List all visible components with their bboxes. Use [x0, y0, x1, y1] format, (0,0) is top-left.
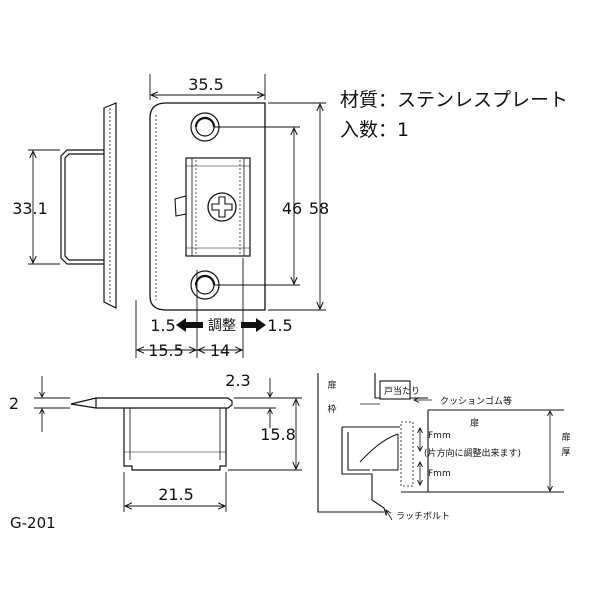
front-view — [60, 102, 266, 311]
label-door: 扉 — [470, 417, 479, 429]
label-f2: Fmm — [428, 469, 451, 479]
install-dimensions — [360, 400, 550, 521]
dim-width: 35.5 — [188, 75, 224, 94]
label-latch-bolt: ラッチボルト — [396, 511, 450, 522]
model-code: G-201 — [10, 514, 56, 532]
dim-depth: 15.8 — [260, 425, 296, 444]
side-view — [70, 397, 233, 471]
label-adjust-note: (片方向に調整出来ます) — [424, 447, 521, 459]
side-dimensions — [34, 376, 302, 512]
label-door-thickness-2: 厚 — [561, 447, 570, 458]
label-frame-1: 扉 — [327, 379, 336, 391]
adjust-right-value: 1.5 — [267, 316, 292, 335]
label-frame-2: 枠 — [327, 403, 336, 415]
dim-offset-left: 15.5 — [148, 341, 184, 360]
adjust-left-arrow-icon — [176, 318, 203, 332]
dim-box-width: 21.5 — [158, 485, 194, 504]
label-f1: Fmm — [428, 431, 451, 441]
dim-hole-pitch: 46 — [282, 199, 302, 218]
adjust-right-arrow-icon — [241, 318, 266, 332]
dim-lip: 2.3 — [225, 371, 250, 390]
label-door-stop: 戸当たり — [384, 385, 420, 397]
spec-material: 材質：ステンレスプレート — [340, 89, 568, 111]
dim-total-height: 58 — [309, 199, 329, 218]
bolt-box-outline — [60, 149, 112, 265]
install-view — [317, 373, 564, 516]
adjust-screw-icon — [207, 192, 237, 222]
dim-plate-thickness: 2 — [9, 394, 19, 413]
adjust-label: 調整 — [208, 318, 236, 334]
dim-bolt-height: 33.1 — [12, 199, 48, 218]
front-dimensions — [28, 74, 326, 358]
label-cushion: クッションゴム等 — [440, 395, 512, 407]
latch-tab — [174, 195, 187, 217]
label-door-thickness-1: 扉 — [561, 431, 570, 443]
spec-quantity: 入数：1 — [340, 119, 409, 141]
side-lip — [103, 102, 117, 309]
adjust-left-value: 1.5 — [150, 316, 175, 335]
dim-offset-right: 14 — [210, 341, 230, 360]
